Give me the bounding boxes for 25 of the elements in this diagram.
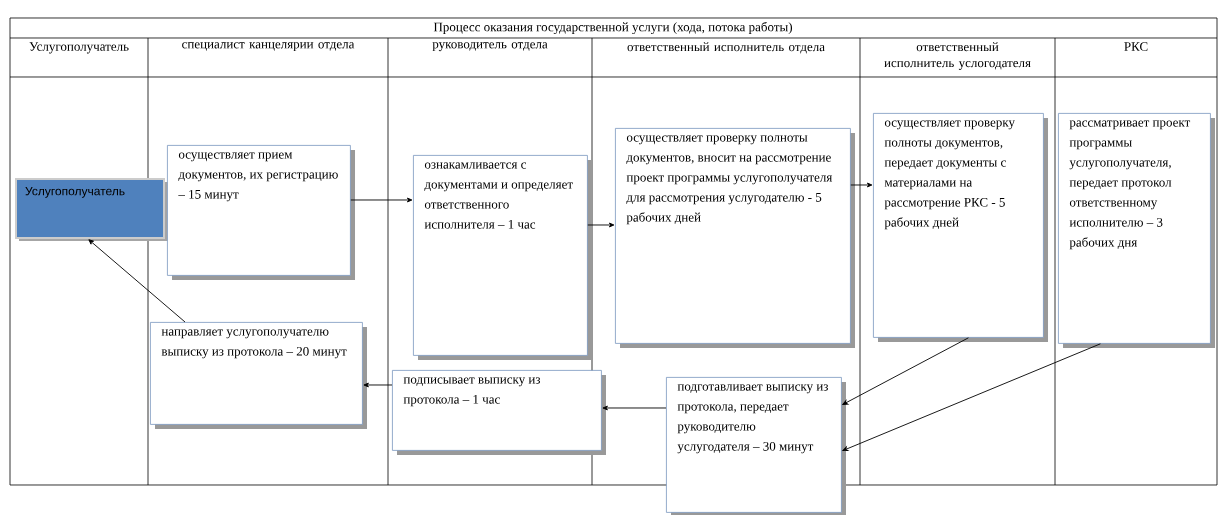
table-title: Процесс оказания государственной услуги (хода, потока работы) — [433, 21, 792, 35]
process-box: подписывает выписку из протокола – 1 час — [392, 370, 606, 455]
node-label: рассматривает проект программы услугополучателя, передает протокол ответственному исполнителю – 3 рабочих дня — [1069, 120, 1191, 250]
process-box: рассматривает проект программы услугополучателя, передает протокол ответственному исполнителю – 3 рабочих дня — [1058, 113, 1215, 348]
column-header: ответственный исполнитель отдела — [627, 42, 825, 54]
column-header: руководитель отдела — [432, 42, 548, 52]
process-box: ознакамливается с документами и определяет ответственного исполнителя – 1 час — [413, 155, 592, 360]
arrow — [602, 405, 667, 411]
arrow — [350, 197, 413, 203]
process-box: направляет услугополучателю выписку из протокола – 20 минут — [150, 322, 367, 429]
arrow — [587, 222, 615, 228]
process-box: осуществляет прием документов, их регистрацию – 15 минут — [167, 145, 355, 280]
arrow — [842, 343, 1101, 452]
process-box: осуществляет проверку полноты документов, передает документы с материалами на рассмотрение РКС - 5 рабочих дней — [873, 113, 1048, 342]
process-box: подготавливает выписку из протокола, передает руководителю услугодателя – 30 минут — [666, 377, 846, 515]
arrow — [842, 337, 969, 405]
column-header: специалист канцелярии отдела — [182, 42, 355, 52]
actor-box: Услугополучатель — [15, 178, 171, 241]
arrow — [363, 382, 393, 388]
arrow — [88, 239, 186, 323]
column-header: Услугополучатель — [29, 42, 129, 54]
arrow — [850, 182, 873, 188]
process-box: осуществляет проверку полноты документов, вносит на рассмотрение проект программы услугополучателя для рассмотрения услугодателю - 5 рабочих дней — [615, 128, 855, 348]
column-header: РКС — [1124, 42, 1148, 51]
column-header: ответственный исполнитель услогодателя — [884, 42, 1031, 70]
